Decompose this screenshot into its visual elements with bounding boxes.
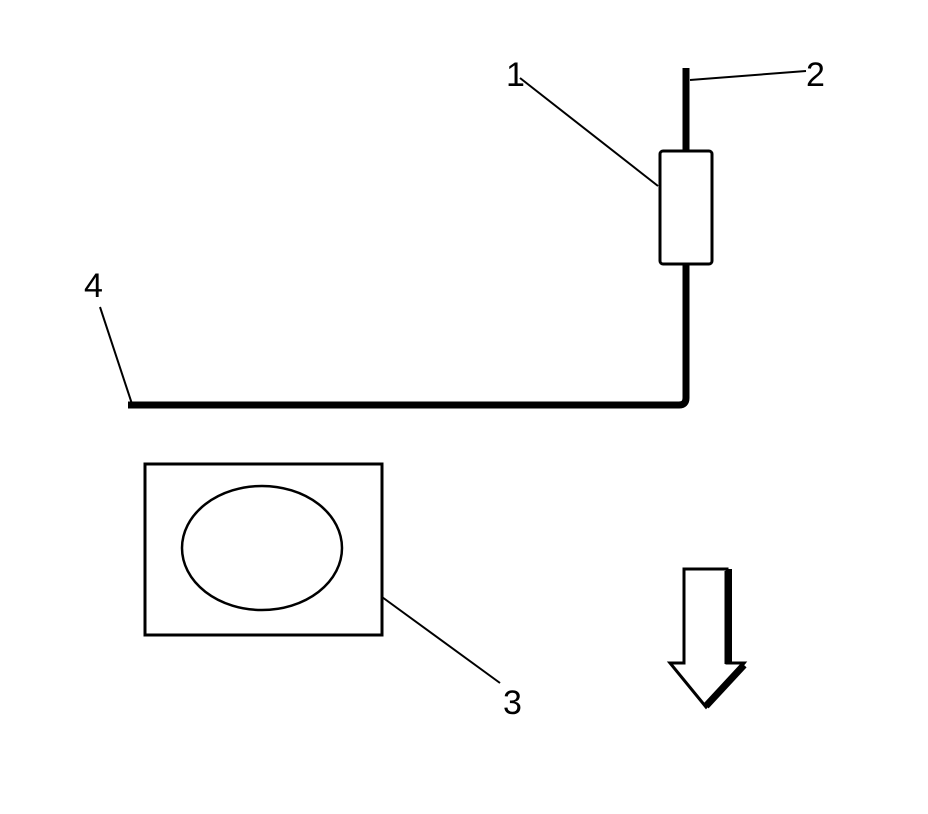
panel-opening: [180, 484, 344, 612]
leader-line-1: [519, 77, 659, 187]
line-assembly: [128, 68, 690, 409]
leader-line-3: [381, 596, 501, 684]
callout-4: 4: [84, 267, 103, 305]
leader-line-4: [99, 306, 133, 405]
down-arrow-icon: [666, 567, 748, 710]
inline-component: [658, 149, 714, 266]
leader-line-2: [689, 70, 807, 81]
callout-2: 2: [806, 56, 825, 94]
callout-1: 1: [506, 56, 525, 94]
callout-3: 3: [503, 684, 522, 722]
